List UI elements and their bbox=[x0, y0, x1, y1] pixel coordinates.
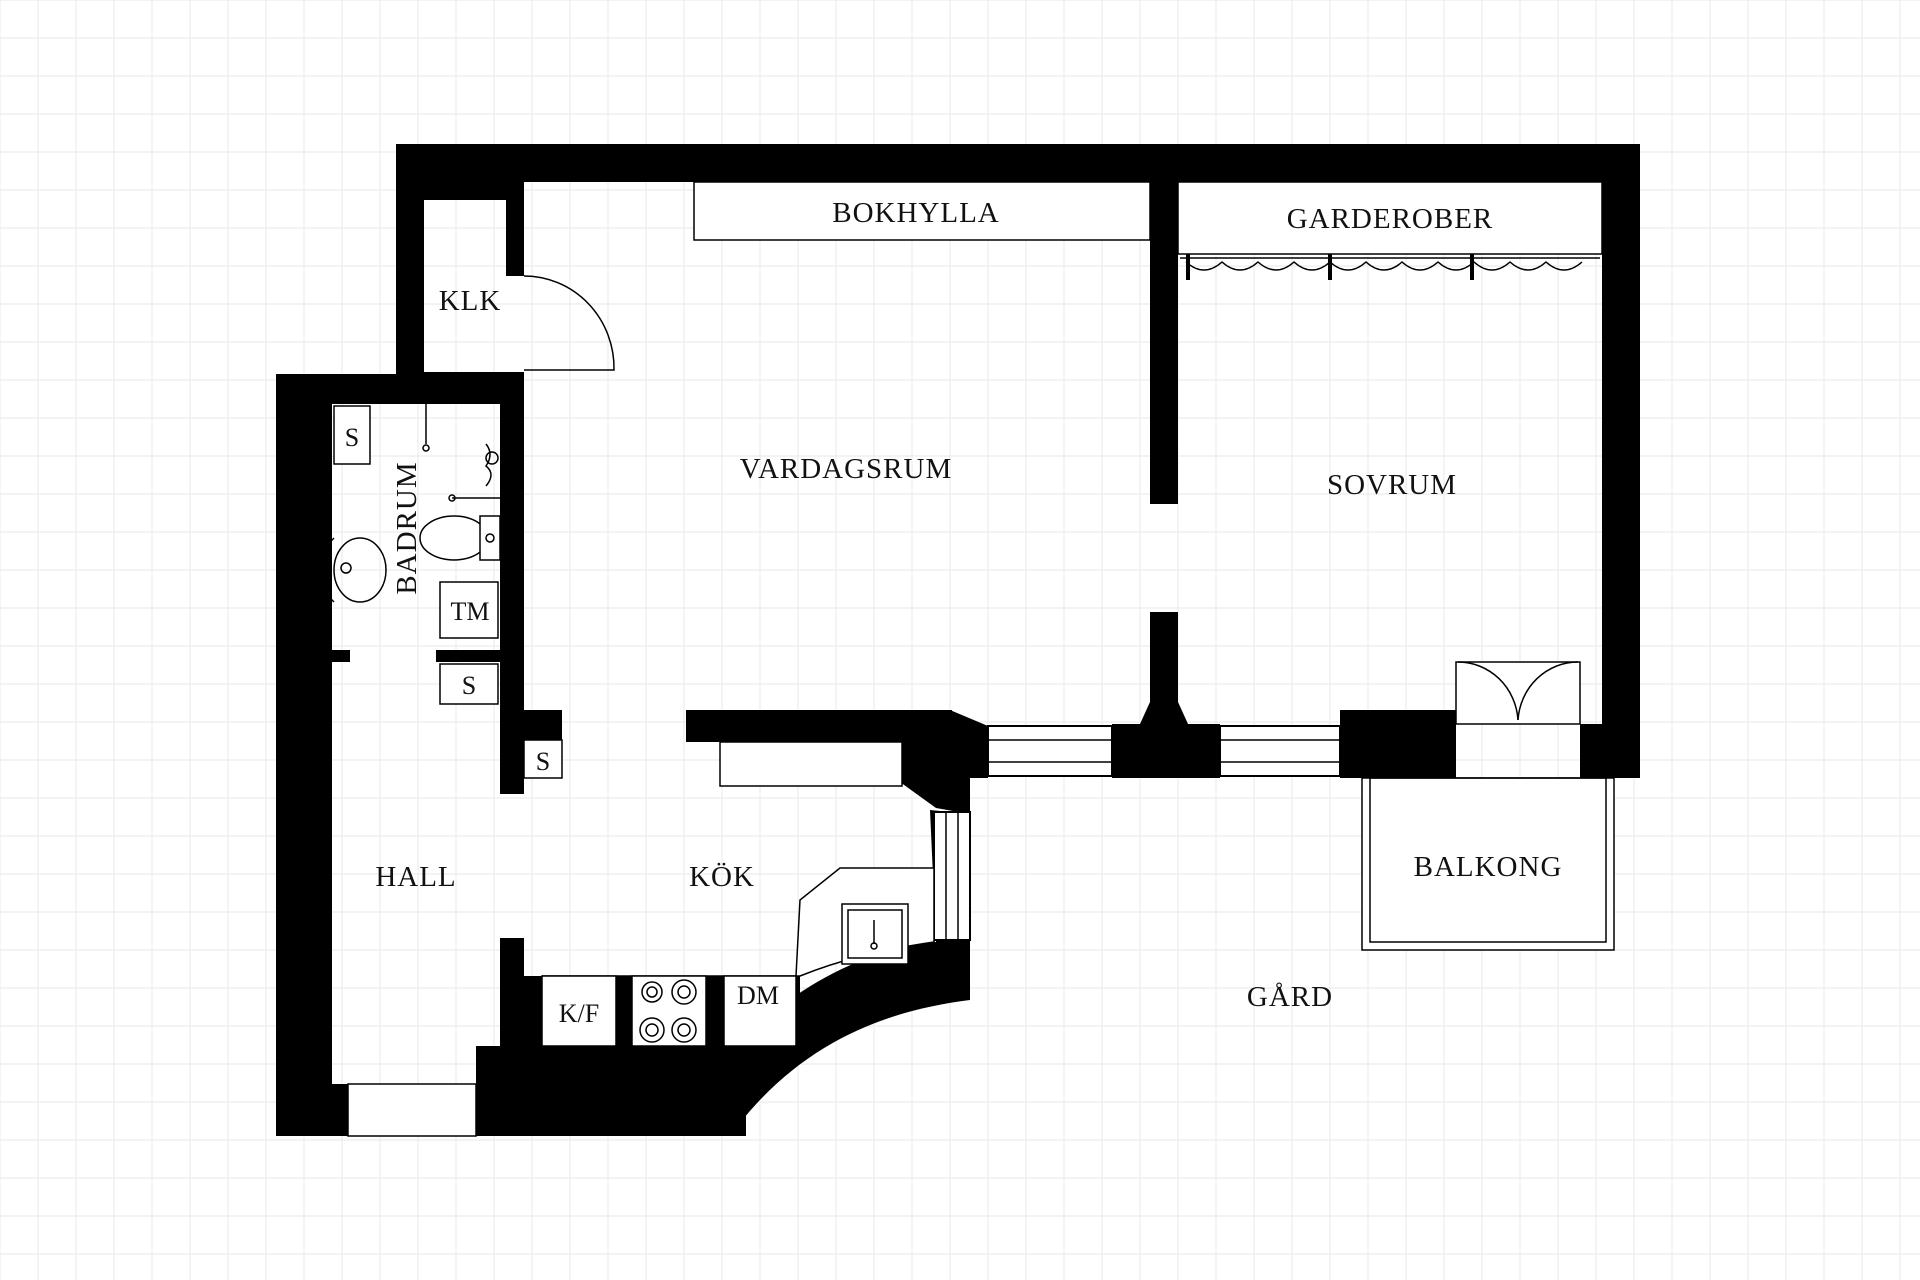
label-gard: GÅRD bbox=[1247, 981, 1333, 1013]
wall-klk-right bbox=[506, 182, 524, 276]
cabinet-s3 bbox=[523, 739, 563, 779]
windows bbox=[933, 725, 1341, 941]
wall-window-pier-2-bevel bbox=[1340, 710, 1456, 724]
bookshelf bbox=[693, 181, 1151, 241]
label-s2: S bbox=[462, 671, 476, 700]
wall-partition-lower bbox=[1150, 612, 1178, 702]
wall-badrum-bottom-left bbox=[332, 650, 350, 662]
label-badrum: BADRUM bbox=[391, 461, 423, 594]
window-1 bbox=[987, 725, 1113, 777]
wardrobes bbox=[1177, 181, 1603, 255]
window-kitchen bbox=[933, 811, 971, 941]
wall-hall-bottom-left bbox=[276, 1084, 348, 1136]
window-2 bbox=[1219, 725, 1341, 777]
wall-badrum-bottom-right bbox=[436, 650, 500, 662]
wall-kitchen-top bbox=[686, 710, 952, 742]
label-tm: TM bbox=[451, 597, 490, 626]
label-kf: K/F bbox=[559, 999, 599, 1028]
balcony-door-left bbox=[1457, 661, 1519, 721]
fixtures bbox=[319, 181, 1615, 1137]
label-balkong: BALKONG bbox=[1414, 851, 1563, 883]
wall-klk-top bbox=[424, 182, 506, 200]
wall-top bbox=[396, 144, 1640, 182]
label-vardagsrum: VARDAGSRUM bbox=[740, 453, 953, 485]
wall-left bbox=[276, 374, 332, 1136]
label-klk: KLK bbox=[439, 285, 502, 317]
label-garderober: GARDEROBER bbox=[1287, 203, 1494, 235]
washbasin bbox=[319, 537, 387, 603]
cabinet-s2 bbox=[439, 663, 499, 705]
kitchen-sink bbox=[841, 903, 909, 965]
labels: BOKHYLLA GARDEROBER KLK BADRUM VARDAGSRU… bbox=[345, 197, 1563, 1028]
door-klk bbox=[523, 275, 615, 371]
wall-left-top bbox=[276, 374, 424, 404]
balcony-door-right bbox=[1517, 661, 1579, 721]
stove bbox=[631, 975, 707, 1047]
shower bbox=[422, 404, 500, 502]
label-bokhylla: BOKHYLLA bbox=[832, 197, 1000, 229]
sink-cabinet-s1 bbox=[333, 405, 371, 465]
label-s1: S bbox=[345, 423, 359, 452]
label-s3: S bbox=[536, 747, 550, 776]
label-dm: DM bbox=[737, 981, 779, 1010]
wardrobe-rail bbox=[1180, 254, 1600, 280]
wall-right-bottom bbox=[1580, 724, 1640, 778]
label-hall: HALL bbox=[375, 861, 456, 893]
entrance-threshold bbox=[347, 1083, 477, 1137]
counter-upper bbox=[719, 741, 903, 787]
label-kok: KÖK bbox=[689, 861, 755, 893]
wall-window-pier-1-bevel bbox=[1140, 702, 1188, 724]
label-sovrum: SOVRUM bbox=[1327, 469, 1457, 501]
wall-kitchen-corner bbox=[900, 710, 988, 814]
wall-klk-outer bbox=[396, 144, 424, 376]
wall-right bbox=[1602, 144, 1640, 776]
wall-window-pier-1 bbox=[1112, 724, 1220, 778]
wall-window-jamb-1 bbox=[968, 726, 988, 776]
dishwasher-dm bbox=[723, 975, 797, 1047]
wall-badrum-stub bbox=[500, 710, 562, 740]
toilet bbox=[419, 515, 501, 561]
fridge-kf bbox=[541, 975, 617, 1047]
balcony-outline bbox=[1361, 777, 1615, 951]
washing-machine-tm bbox=[439, 581, 499, 639]
wall-partition-upper bbox=[1150, 182, 1178, 504]
